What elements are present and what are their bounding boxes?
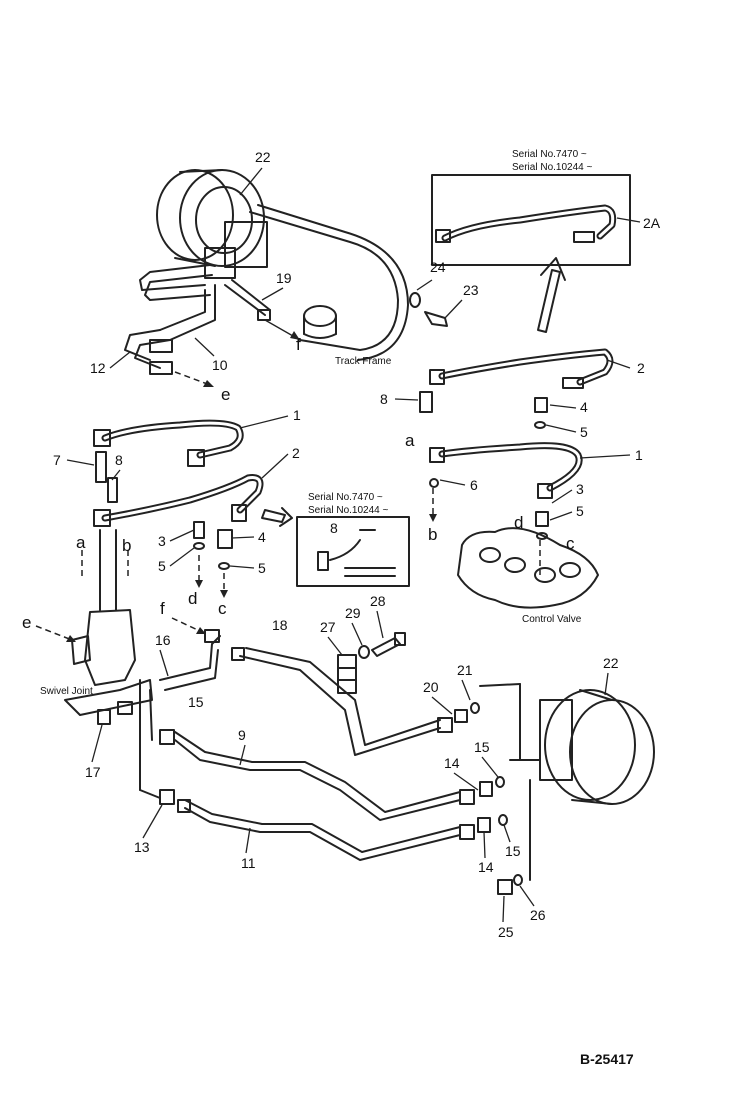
callout-21: 21 (457, 662, 473, 678)
control-valve (457, 527, 599, 609)
callout-5-left-b: 5 (258, 560, 266, 576)
conn-b-right: b (428, 525, 437, 544)
callout-2-right: 2 (637, 360, 645, 376)
control-valve-label: Control Valve (522, 614, 582, 625)
conn-c-left: c (218, 599, 227, 618)
callout-15-right: 15 (474, 739, 490, 755)
serial-note-mid-1: Serial No.7470 ~ (308, 492, 383, 503)
callout-16: 16 (155, 632, 171, 648)
callout-1-left: 1 (293, 407, 301, 423)
callout-20: 20 (423, 679, 439, 695)
conn-e-top: e (221, 385, 230, 404)
conn-d-left: d (188, 589, 197, 608)
callout-11: 11 (241, 855, 256, 871)
callout-22-bottom: 22 (603, 655, 619, 671)
leader-lines (66, 167, 631, 923)
callout-8-left: 8 (115, 452, 123, 468)
callout-9: 9 (238, 727, 246, 743)
callout-25: 25 (498, 924, 514, 940)
top-hose-bundle-10 (124, 264, 301, 387)
swivel-joint-label: Swivel Joint (40, 686, 93, 697)
conn-a-left: a (76, 533, 86, 552)
callout-23: 23 (463, 282, 479, 298)
callout-28: 28 (370, 593, 386, 609)
conn-f-top: f (296, 335, 301, 354)
callout-12: 12 (90, 360, 106, 376)
conn-f-left: f (160, 599, 165, 618)
callout-27: 27 (320, 619, 336, 635)
conn-a-right: a (405, 431, 415, 450)
callout-6: 6 (470, 477, 478, 493)
conn-d-right: d (514, 513, 523, 532)
callout-1-right: 1 (635, 447, 643, 463)
lower-pipes (139, 629, 541, 895)
callout-14-bottom: 14 (478, 859, 494, 875)
serial-box-mid (261, 507, 410, 587)
serial-note-top-2: Serial No.10244 ~ (512, 162, 592, 173)
serial-note-mid-2: Serial No.10244 ~ (308, 505, 388, 516)
serial-note-top-1: Serial No.7470 ~ (512, 149, 587, 160)
drawing-number: B-25417 (580, 1051, 634, 1067)
callout-5-left-a: 5 (158, 558, 166, 574)
connection-letters: a b d c a b d c e e f f (22, 335, 575, 632)
swivel-joint (64, 529, 153, 725)
callout-26: 26 (530, 907, 546, 923)
callout-17: 17 (85, 764, 101, 780)
callout-15-left: 15 (188, 694, 204, 710)
callout-24: 24 (430, 259, 446, 275)
travel-motor-bottom (539, 689, 655, 805)
callout-5-right-b: 5 (576, 503, 584, 519)
right-hoses (419, 348, 614, 540)
callout-19: 19 (276, 270, 292, 286)
callout-2A: 2A (643, 215, 661, 231)
callout-13: 13 (134, 839, 150, 855)
callout-22-top: 22 (255, 149, 271, 165)
callout-3-left: 3 (158, 533, 166, 549)
serial-box-top (431, 174, 641, 266)
callout-2-left: 2 (292, 445, 300, 461)
callout-7: 7 (53, 452, 61, 468)
callout-4-right: 4 (580, 399, 588, 415)
callout-4-left: 4 (258, 529, 266, 545)
callout-15-bottom: 15 (505, 843, 521, 859)
connection-arrows (35, 488, 437, 642)
callout-5-right-a: 5 (580, 424, 588, 440)
left-hoses (93, 419, 264, 570)
track-frame-label: Track Frame (335, 356, 392, 367)
callout-numbers: 22 2A 24 23 19 10 12 2 4 5 1 3 5 6 8 1 2… (53, 149, 661, 940)
callout-3-right: 3 (576, 481, 584, 497)
callout-18: 18 (272, 617, 288, 633)
callout-8-right: 8 (380, 391, 388, 407)
conn-b-left: b (122, 536, 131, 555)
bolt-23-washer-24 (409, 279, 463, 327)
callout-14-top: 14 (444, 755, 460, 771)
track-frame (249, 204, 409, 361)
callout-8-box: 8 (330, 520, 338, 536)
travel-motor-top (156, 169, 268, 279)
conn-e-left: e (22, 613, 31, 632)
conn-c-right: c (566, 534, 575, 553)
parts-27-29 (337, 632, 406, 694)
callout-29: 29 (345, 605, 361, 621)
upgrade-arrow (537, 257, 566, 333)
text-notes: Serial No.7470 ~ Serial No.10244 ~ Seria… (40, 149, 592, 697)
callout-10: 10 (212, 357, 228, 373)
